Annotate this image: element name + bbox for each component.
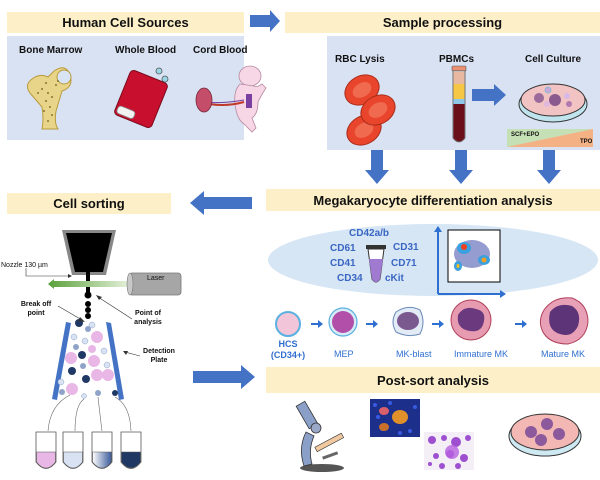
cytokine-gradient — [507, 129, 593, 147]
stage-label-hcs: HCS (CD34+) — [270, 339, 306, 361]
stage-hcs-line2: (CD34+) — [270, 350, 306, 360]
tube-liquid-gradient — [92, 451, 112, 469]
stage-arrow-icon — [515, 320, 527, 328]
cell-culture-label: Cell Culture — [525, 54, 582, 65]
bone-marrow-icon — [26, 67, 72, 130]
post-sort-title: Post-sort analysis — [377, 372, 489, 388]
rbc-lysis-label: RBC Lysis — [335, 54, 385, 65]
stage-immature-mk-cell — [450, 299, 492, 341]
cell-sorter-diagram — [35, 230, 182, 469]
marker-cd31: CD31 — [393, 242, 419, 253]
marker-ellipse — [268, 224, 598, 296]
stage-arrow-icon — [432, 320, 444, 328]
analysis-line1: Point of — [134, 310, 162, 317]
stage-label-immature-mk: Immature MK — [454, 349, 509, 359]
human-cell-sources-title: Human Cell Sources — [62, 15, 189, 30]
cell-culture-dish-icon — [518, 83, 588, 123]
arrow-right-icon — [250, 10, 280, 32]
sample-processing-banner: Sample processing — [285, 12, 600, 33]
stage-arrow-icon — [311, 320, 323, 328]
arrow-down-icon — [537, 150, 561, 184]
scf-epo-label: SCF+EPO — [511, 132, 540, 138]
cord-blood-baby-icon — [195, 65, 267, 133]
cell-sorting-title: Cell sorting — [53, 196, 125, 211]
sample-processing-title: Sample processing — [382, 15, 503, 30]
arrow-down-icon — [365, 150, 389, 184]
stage-arrow-icon — [366, 320, 378, 328]
marker-cd71: CD71 — [391, 258, 417, 269]
marker-cd34: CD34 — [337, 273, 363, 284]
nozzle-label: Nozzle 130 µm — [1, 262, 48, 269]
break-off-pointer — [57, 305, 85, 322]
post-sort-banner: Post-sort analysis — [266, 367, 600, 393]
stage-mk-blast-cell — [392, 306, 424, 337]
mk-analysis-title: Megakaryocyte differentiation analysis — [313, 192, 553, 208]
pbmcs-label: PBMCs — [439, 54, 475, 65]
red-blood-cells-icon — [344, 74, 396, 146]
cord-blood-label: Cord Blood — [193, 45, 248, 56]
whole-blood-label: Whole Blood — [115, 45, 177, 56]
human-cell-sources-banner: Human Cell Sources — [7, 12, 244, 33]
fluorescence-image — [370, 399, 420, 437]
stage-label-mk-blast: MK-blast — [396, 349, 432, 359]
marker-cd61: CD61 — [330, 243, 356, 254]
marker-cd42ab: CD42a/b — [349, 228, 390, 239]
break-off-label: Break off point — [18, 300, 54, 318]
stage-mep-cell — [328, 307, 358, 337]
detection-pointer — [123, 351, 141, 357]
post-sort-petri-dish-icon — [508, 413, 582, 457]
arrow-down-icon — [449, 150, 473, 184]
arrow-left-icon — [190, 191, 252, 215]
break-off-line1: Break off — [20, 301, 52, 308]
stage-mature-mk-cell — [539, 297, 589, 345]
detection-line1: Detection — [143, 348, 175, 355]
sort-tubes-liquid — [36, 451, 141, 469]
stage-label-mep: MEP — [334, 349, 354, 359]
analysis-pointer — [96, 295, 133, 320]
stage-hcs-line1: HCS — [278, 339, 298, 349]
tube-liquid-light-blue — [63, 451, 83, 469]
tpo-label: TPO — [580, 139, 593, 145]
break-off-line2: point — [27, 310, 45, 317]
detection-line2: Plate — [150, 357, 168, 364]
analysis-line2: analysis — [134, 319, 162, 326]
nozzle-pointer — [25, 268, 72, 278]
cell-sorting-banner: Cell sorting — [7, 193, 171, 214]
tube-liquid-navy — [121, 451, 141, 469]
laser-label: Laser — [147, 275, 165, 282]
stage-label-mature-mk: Mature MK — [541, 349, 586, 359]
marker-cd41: CD41 — [330, 258, 356, 269]
whole-blood-bag-icon — [114, 67, 169, 129]
stage-hcs-cell — [275, 311, 301, 337]
point-of-analysis-label: Point of analysis — [128, 309, 168, 327]
arrow-right-small-icon — [472, 84, 506, 106]
bone-marrow-label: Bone Marrow — [19, 45, 83, 56]
eppendorf-tube-icon — [366, 245, 386, 283]
microscope-icon — [295, 400, 345, 472]
detection-plate-label: Detection Plate — [138, 347, 180, 365]
flow-cytometry-plot — [434, 226, 506, 298]
marker-ckit: cKit — [385, 273, 404, 284]
tube-liquid-pink — [36, 451, 56, 469]
arrow-right-icon — [193, 365, 255, 389]
stained-smear-image — [424, 432, 474, 470]
mk-analysis-banner: Megakaryocyte differentiation analysis — [266, 189, 600, 211]
pbmc-tube-icon — [451, 65, 467, 143]
